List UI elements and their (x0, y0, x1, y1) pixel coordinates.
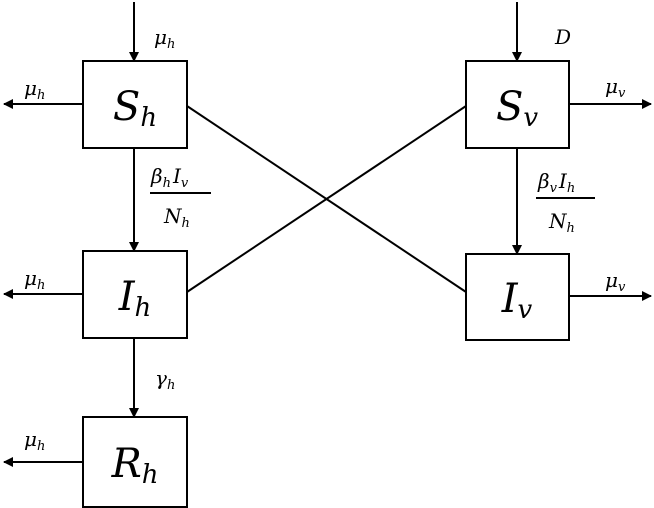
box-iv (465, 253, 570, 341)
cross-line-sv-ih (186, 105, 467, 293)
svg-text:Nh: Nh (163, 204, 190, 231)
rate-gamma-h: γh (155, 366, 175, 393)
rate-mu-h-sh-out: μh (24, 76, 45, 103)
label-sv: Sv (496, 84, 538, 133)
rate-mu-h-inflow: μh (154, 25, 175, 52)
label-rh: Rh (111, 441, 159, 490)
box-rh (82, 416, 188, 508)
svg-text:Nh: Nh (548, 209, 575, 236)
label-ih: Ih (118, 274, 152, 323)
label-sh: Sh (113, 84, 157, 133)
rate-mu-v-sv-out: μv (605, 74, 626, 101)
rate-d-inflow: D (554, 25, 571, 49)
rate-mu-h-ih-out: μh (24, 266, 45, 293)
box-ih (82, 250, 188, 339)
box-sv (465, 60, 570, 149)
box-sh (82, 60, 188, 149)
rate-mu-v-iv-out: μv (605, 268, 626, 295)
rate-mu-h-rh-out: μh (24, 427, 45, 454)
label-iv: Iv (501, 276, 533, 325)
